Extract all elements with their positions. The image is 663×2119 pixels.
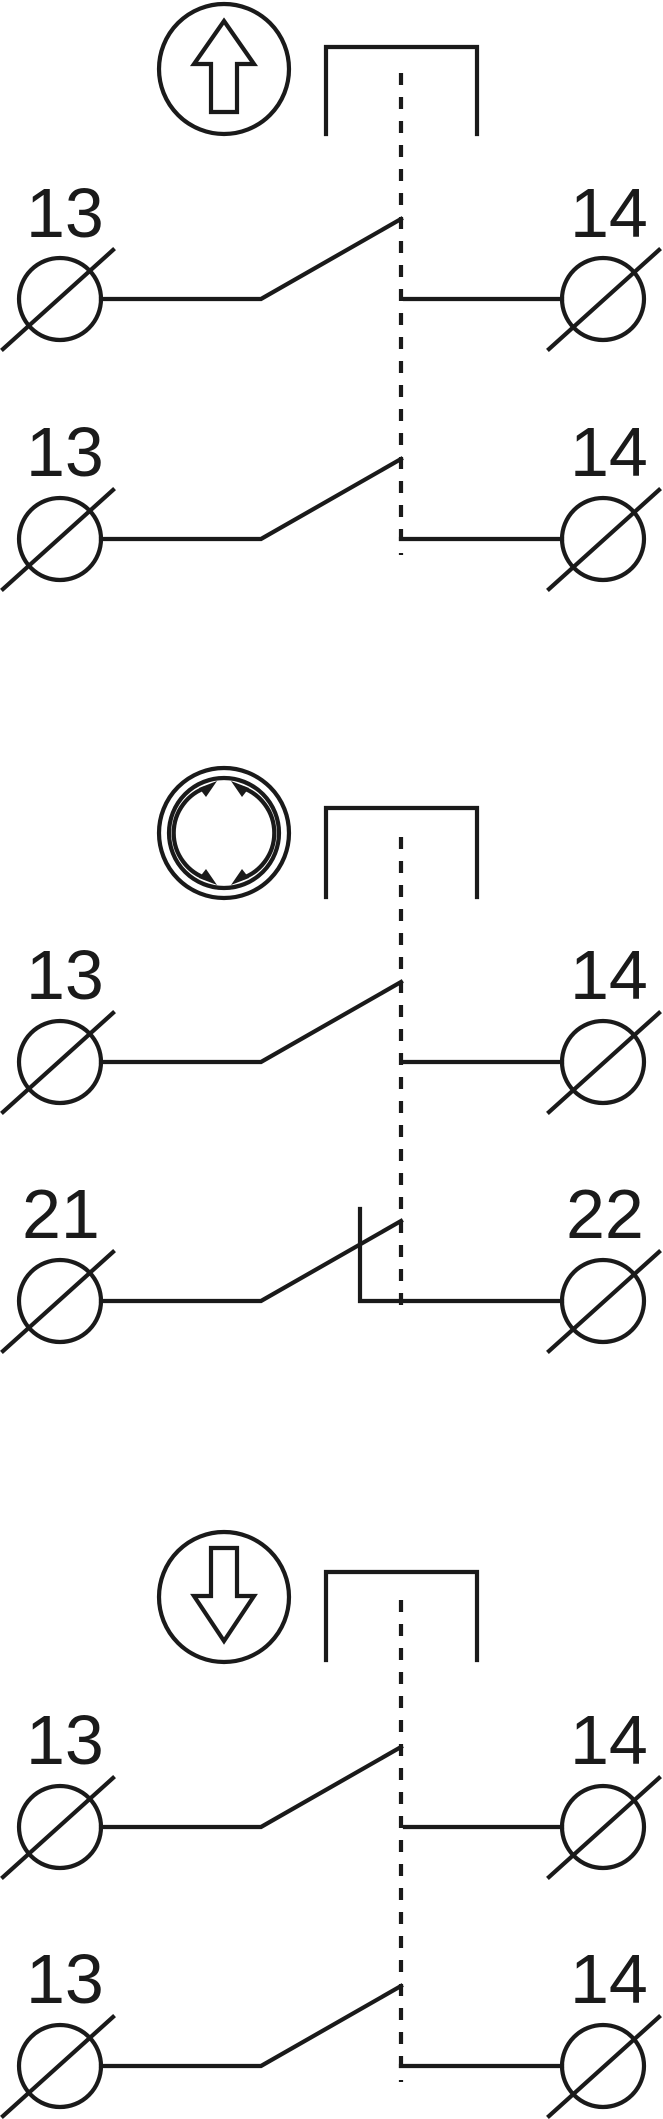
terminal-left bbox=[0, 1010, 116, 1115]
nc-fixed-contact bbox=[357, 1206, 565, 1304]
terminal-left bbox=[0, 1249, 116, 1354]
terminal-left bbox=[0, 247, 116, 352]
terminal-label-right: 14 bbox=[570, 936, 648, 1014]
terminal-label-right: 14 bbox=[570, 1940, 648, 2018]
section-arrow-down: 13 14 13 14 bbox=[0, 1529, 662, 2119]
terminal-left bbox=[0, 1775, 116, 1880]
terminal-label-right: 14 bbox=[570, 413, 648, 491]
terminal-label-right: 22 bbox=[566, 1175, 644, 1253]
no-contact-blade bbox=[98, 216, 404, 302]
terminal-left bbox=[0, 487, 116, 592]
contact-row: 13 14 bbox=[0, 1701, 662, 1880]
terminal-right bbox=[546, 247, 662, 352]
terminal-label-left: 13 bbox=[26, 936, 104, 1014]
terminal-label-right: 14 bbox=[570, 174, 648, 252]
terminal-right bbox=[546, 2014, 662, 2119]
terminal-label-left: 13 bbox=[26, 1940, 104, 2018]
nc-contact-blade bbox=[98, 1218, 404, 1304]
no-contact-blade bbox=[98, 1983, 404, 2069]
actuator-bracket bbox=[323, 805, 480, 900]
terminal-right bbox=[546, 1775, 662, 1880]
no-contact-blade bbox=[98, 456, 404, 542]
terminal-label-left: 13 bbox=[26, 1701, 104, 1779]
terminal-label-left: 21 bbox=[22, 1175, 100, 1253]
terminal-right bbox=[546, 1010, 662, 1115]
actuator-bracket bbox=[323, 1569, 480, 1663]
terminal-label-left: 13 bbox=[26, 413, 104, 491]
no-contact-blade bbox=[98, 1744, 404, 1830]
contact-row: 13 14 bbox=[0, 413, 662, 592]
contact-row: 13 14 bbox=[0, 936, 662, 1115]
contact-row: 13 14 bbox=[0, 1940, 662, 2119]
section-arrow-up: 13 14 13 14 bbox=[0, 1, 662, 592]
terminal-label-left: 13 bbox=[26, 174, 104, 252]
actuator-bracket bbox=[323, 44, 480, 137]
no-contact-blade bbox=[98, 979, 404, 1065]
arrow-down-icon bbox=[156, 1529, 292, 1665]
contact-row: 21 22 bbox=[0, 1175, 662, 1354]
contact-row: 13 14 bbox=[0, 174, 662, 352]
arrow-up-icon bbox=[156, 1, 292, 137]
section-rotate: 13 14 21 22 bbox=[0, 765, 662, 1354]
terminal-right bbox=[546, 1249, 662, 1354]
terminal-right bbox=[546, 487, 662, 592]
rotate-cycle-icon bbox=[156, 765, 292, 901]
terminal-label-right: 14 bbox=[570, 1701, 648, 1779]
terminal-left bbox=[0, 2014, 116, 2119]
